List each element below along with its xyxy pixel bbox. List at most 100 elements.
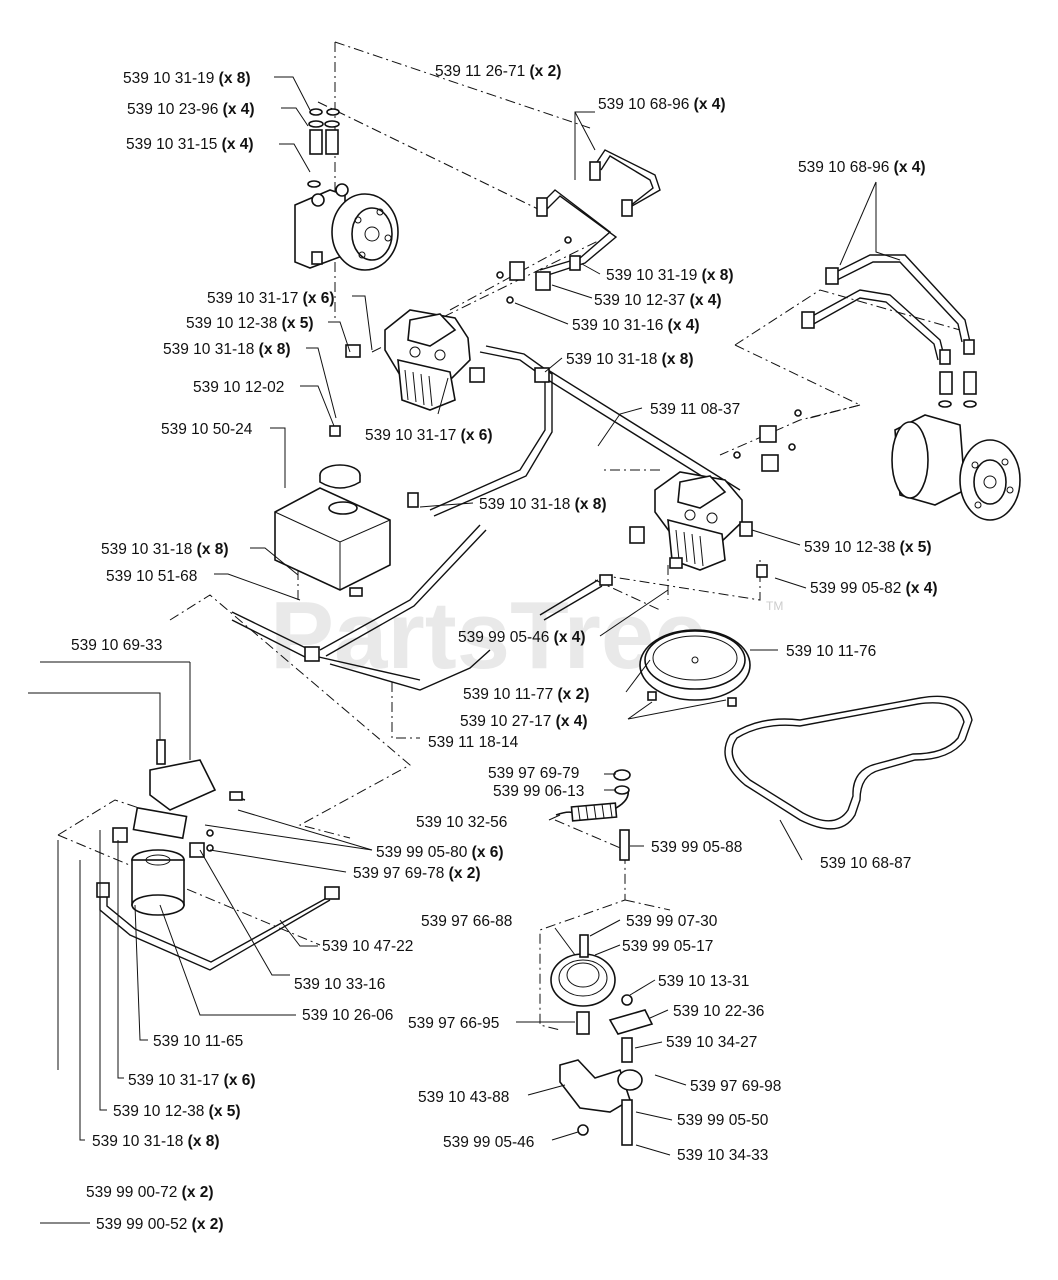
fittings-right-pump: [733, 409, 802, 472]
part-number: 539 10 11-77: [463, 686, 553, 703]
part-number: 539 10 12-38: [186, 315, 277, 332]
part-label: 539 97 66-88: [421, 913, 512, 930]
part-number: 539 11 08-37: [650, 401, 740, 418]
hydraulic-tubes-right: [801, 254, 975, 365]
part-number: 539 10 31-17: [207, 290, 298, 307]
part-label: 539 10 22-36: [673, 1003, 764, 1020]
part-label: 539 10 12-37 (x 4): [594, 292, 722, 309]
part-quantity: (x 8): [254, 341, 290, 358]
part-label: 539 97 69-78 (x 2): [353, 865, 481, 882]
part-number: 539 97 69-78: [353, 865, 444, 882]
part-label: 539 10 27-17 (x 4): [460, 713, 588, 730]
part-quantity: (x 2): [444, 865, 480, 882]
part-label: 539 10 47-22: [322, 938, 413, 955]
pump-pulley: [639, 629, 751, 707]
part-number: 539 99 05-88: [651, 839, 742, 856]
assembly-dash-lines: [57, 41, 961, 1031]
part-label: 539 10 31-18 (x 8): [566, 351, 694, 368]
part-number: 539 97 69-98: [690, 1078, 781, 1095]
part-number: 539 10 68-96: [598, 96, 689, 113]
part-number: 539 10 12-37: [594, 292, 685, 309]
part-quantity: (x 8): [192, 541, 228, 558]
hydraulic-tubes-top: [536, 149, 661, 277]
part-label: 539 99 06-13: [493, 783, 584, 800]
part-label: 539 99 05-88: [651, 839, 742, 856]
part-number: 539 99 00-52: [96, 1216, 187, 1233]
part-label: 539 10 68-96 (x 4): [598, 96, 726, 113]
part-number: 539 10 50-24: [161, 421, 253, 438]
part-label: 539 10 31-17 (x 6): [365, 427, 493, 444]
part-number: 539 10 31-19: [606, 267, 697, 284]
part-quantity: (x 4): [549, 629, 585, 646]
part-label: 539 10 34-33: [677, 1147, 768, 1164]
part-label: 539 10 31-19 (x 8): [606, 267, 734, 284]
part-quantity: (x 8): [697, 267, 733, 284]
watermark: PartsTree: [270, 582, 708, 689]
part-label: 539 10 26-06: [302, 1007, 393, 1024]
part-quantity: (x 4): [218, 101, 254, 118]
part-quantity: (x 6): [456, 427, 492, 444]
part-label: 539 10 50-24: [161, 421, 253, 438]
part-label: 539 10 12-38 (x 5): [186, 315, 314, 332]
part-number: 539 10 68-96: [798, 159, 889, 176]
part-label: 539 10 13-31: [658, 973, 749, 990]
part-number: 539 10 12-38: [804, 539, 895, 556]
part-label: 539 10 33-16: [294, 976, 385, 993]
drive-belt: [724, 695, 973, 830]
part-quantity: (x 5): [277, 315, 313, 332]
part-label: 539 11 08-37: [650, 401, 740, 418]
part-number: 539 99 05-50: [677, 1112, 769, 1129]
part-number: 539 10 43-88: [418, 1089, 509, 1106]
part-label: 539 10 12-38 (x 5): [113, 1103, 241, 1120]
part-label: 539 10 31-17 (x 6): [128, 1072, 256, 1089]
part-number: 539 10 11-76: [786, 643, 876, 660]
part-label: 539 10 32-56: [416, 814, 507, 831]
part-number: 539 10 23-96: [127, 101, 218, 118]
part-quantity: (x 4): [901, 580, 937, 597]
part-number: 539 10 69-33: [71, 637, 162, 654]
part-quantity: (x 2): [525, 63, 561, 80]
part-quantity: (x 8): [183, 1133, 219, 1150]
part-label: 539 10 31-18 (x 8): [163, 341, 291, 358]
part-number: 539 10 68-87: [820, 855, 911, 872]
part-quantity: (x 2): [553, 686, 589, 703]
part-label: 539 10 31-17 (x 6): [207, 290, 335, 307]
part-label: 539 99 00-72 (x 2): [86, 1184, 214, 1201]
part-number: 539 97 69-79: [488, 765, 579, 782]
part-number: 539 10 31-18: [101, 541, 192, 558]
part-number: 539 99 06-13: [493, 783, 584, 800]
part-label: 539 99 05-82 (x 4): [810, 580, 938, 597]
part-label: 539 97 66-95: [408, 1015, 499, 1032]
part-label: 539 10 23-96 (x 4): [127, 101, 255, 118]
part-number: 539 10 12-02: [193, 379, 284, 396]
part-number: 539 10 31-18: [566, 351, 657, 368]
part-quantity: (x 4): [685, 292, 721, 309]
part-label: 539 99 05-46: [443, 1134, 534, 1151]
hydraulic-pump-center: [345, 309, 485, 411]
part-number: 539 99 05-82: [810, 580, 901, 597]
part-label: 539 10 43-88: [418, 1089, 509, 1106]
part-number: 539 10 13-31: [658, 973, 749, 990]
hydraulic-tubes-center: [407, 345, 741, 517]
part-label: 539 10 11-65: [153, 1033, 243, 1050]
oil-filter-assembly: [112, 739, 246, 916]
part-number: 539 10 51-68: [106, 568, 197, 585]
part-label: 539 99 05-17: [622, 938, 713, 955]
part-quantity: (x 8): [570, 496, 606, 513]
part-label: 539 99 05-46 (x 4): [458, 629, 586, 646]
part-quantity: (x 6): [467, 844, 503, 861]
part-number: 539 10 27-17: [460, 713, 551, 730]
part-quantity: (x 4): [889, 159, 925, 176]
fittings-left-motor: [307, 108, 340, 188]
part-label: 539 10 12-38 (x 5): [804, 539, 932, 556]
part-label: 539 10 68-96 (x 4): [798, 159, 926, 176]
part-number: 539 10 31-15: [126, 136, 217, 153]
part-label: 539 10 31-18 (x 8): [92, 1133, 220, 1150]
part-number: 539 10 33-16: [294, 976, 385, 993]
part-label: 539 10 11-76: [786, 643, 876, 660]
part-number: 539 97 66-88: [421, 913, 512, 930]
part-labels: 539 10 31-19 (x 8)539 10 23-96 (x 4)539 …: [71, 63, 938, 1233]
part-label: 539 10 31-18 (x 8): [479, 496, 607, 513]
part-number: 539 10 11-65: [153, 1033, 243, 1050]
